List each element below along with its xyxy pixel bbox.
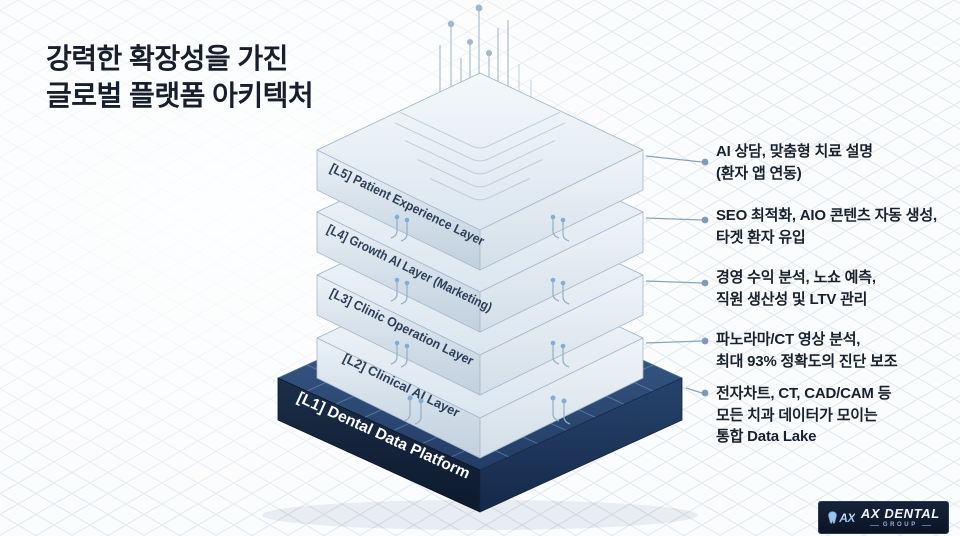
- callout-l3: 경영 수익 분석, 노쇼 예측, 직원 생산성 및 LTV 관리: [716, 267, 954, 310]
- connector-dots: [394, 214, 567, 404]
- callout-l1-line-1: 전자차트, CT, CAD/CAM 등: [716, 385, 892, 402]
- slide-title-line-1: 강력한 확장성을 가진: [46, 43, 288, 74]
- callout-l2-line-1: 파노라마/CT 영상 분석,: [716, 331, 861, 348]
- tooth-icon: [828, 511, 838, 524]
- callout-l3-line-1: 경영 수익 분석, 노쇼 예측,: [716, 269, 876, 286]
- slide-title-line-2: 글로벌 플랫폼 아키텍처: [46, 80, 314, 111]
- callout-l3-line-2: 직원 생산성 및 LTV 관리: [716, 290, 868, 308]
- logo-mark-text: AX: [839, 510, 855, 525]
- logo-wordmark: AX DENTAL GROUP: [861, 507, 940, 528]
- callout-l2-line-2: 최대 93% 정확도의 진단 보조: [716, 352, 898, 370]
- callout-l1-line-2: 모든 치과 데이터가 모이는: [716, 406, 878, 424]
- callout-dots: [701, 158, 709, 397]
- callout-l2: 파노라마/CT 영상 분석, 최대 93% 정확도의 진단 보조: [716, 329, 954, 372]
- logo-brand-text: AX DENTAL: [860, 506, 940, 521]
- stack-shadow: [262, 500, 698, 530]
- callout-l5-line-2: (환자 앱 연동): [716, 164, 802, 182]
- callout-leader-lines: [645, 155, 703, 394]
- logo-ax-dental-group: AX AX DENTAL GROUP: [818, 501, 949, 534]
- slide-title: 강력한 확장성을 가진 글로벌 플랫폼 아키텍처: [46, 40, 314, 114]
- callout-l5: AI 상담, 맞춤형 치료 설명 (환자 앱 연동): [716, 141, 954, 184]
- logo-mark: AX: [827, 511, 855, 525]
- callout-l4: SEO 최적화, AIO 콘텐츠 자동 생성, 타겟 환자 유입: [716, 205, 954, 248]
- callout-l5-line-1: AI 상담, 맞춤형 치료 설명: [716, 143, 873, 160]
- surface-circuit-traces: [394, 111, 566, 201]
- callout-l1-line-3: 통합 Data Lake: [716, 428, 817, 445]
- callout-l4-line-1: SEO 최적화, AIO 콘텐츠 자동 생성,: [716, 207, 937, 224]
- logo-group-text: GROUP: [870, 522, 931, 528]
- callout-l4-line-2: 타겟 환자 유입: [716, 228, 806, 246]
- layer-l5-slab: [L5] Patient Experience Layer: [316, 72, 644, 271]
- data-flow-endpoint-dots: [447, 4, 492, 56]
- inter-layer-connectors: [390, 219, 571, 425]
- callout-l1: 전자차트, CT, CAD/CAM 등 모든 치과 데이터가 모이는 통합 Da…: [716, 383, 954, 448]
